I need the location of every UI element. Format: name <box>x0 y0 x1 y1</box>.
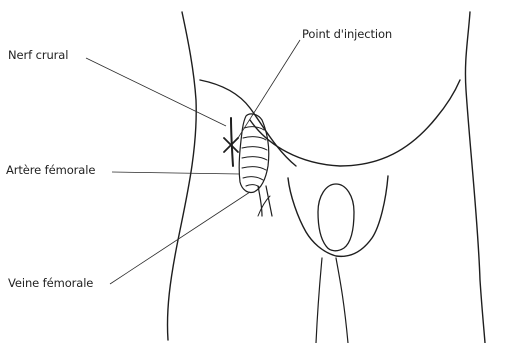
left-body-contour <box>167 12 196 340</box>
label-veine-femorale: Veine fémorale <box>8 276 93 290</box>
leader-injection <box>238 40 300 138</box>
left-inguinal-fold <box>200 80 296 166</box>
pubic-curve <box>250 80 460 166</box>
label-nerf-crural: Nerf crural <box>8 48 68 62</box>
leader-nerve <box>86 58 226 126</box>
genitalia-inner <box>318 184 354 251</box>
inner-thigh-line-left <box>316 258 322 343</box>
inner-thigh-line-right <box>336 258 348 343</box>
femoral-nerve <box>231 118 233 166</box>
leader-vein <box>110 192 250 284</box>
label-artere-femorale: Artère fémorale <box>6 163 95 177</box>
femoral-vein <box>258 186 272 216</box>
label-point-injection: Point d'injection <box>302 27 392 41</box>
leader-artery <box>112 172 240 174</box>
right-body-contour <box>465 12 485 343</box>
genitalia-outline <box>288 176 388 256</box>
